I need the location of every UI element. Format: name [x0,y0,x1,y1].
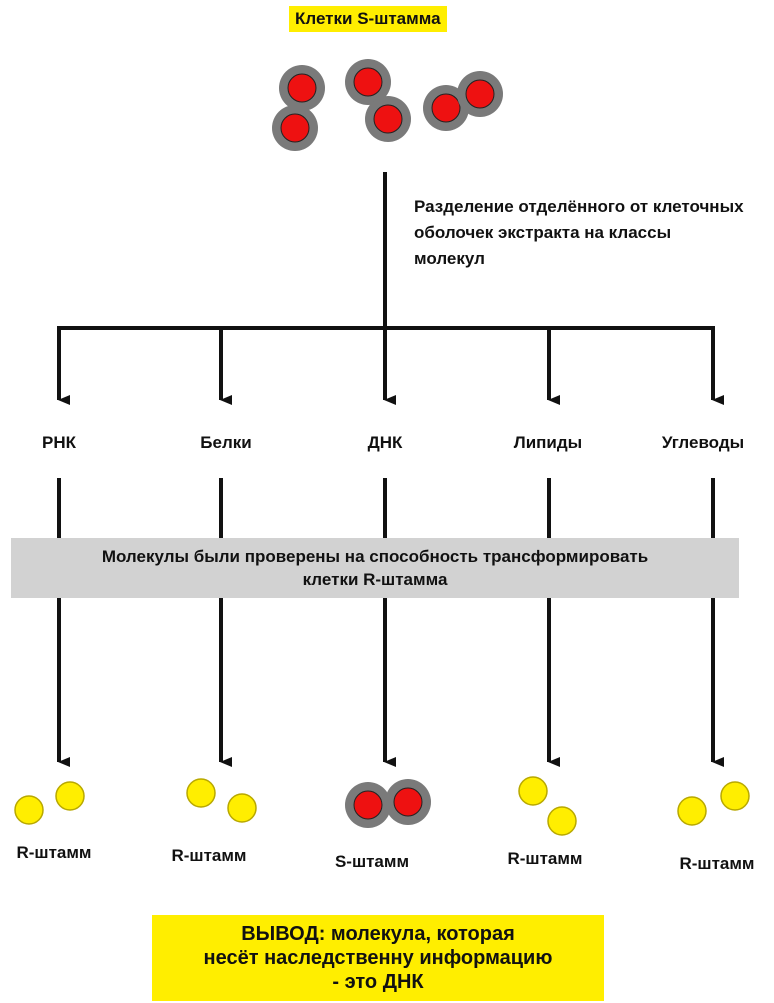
s-strain-cell [345,59,391,105]
test-band-text: Молекулы были проверены на способность т… [11,545,739,591]
test-band-line1: Молекулы были проверены на способность т… [101,547,649,566]
s-strain-cell [365,96,411,142]
molecule-label-rna: РНК [42,433,76,452]
result-label-carbohydrates: R-штамм [679,854,755,873]
s-strain-cell [279,65,325,111]
r-strain-cells-carbohydrates [677,781,750,826]
test-band: Молекулы были проверены на способность т… [11,538,739,598]
conclusion-text: ВЫВОД: молекула, которая несёт наследств… [204,922,553,994]
r-strain-cells-rna [14,781,85,825]
result-label-dna: S-штамм [334,852,410,871]
result-label-lipids: R-штамм [507,849,583,868]
conclusion-line1: ВЫВОД: молекула, которая [241,923,515,945]
r-strain-cells-lipids [518,776,577,836]
s-strain-cell-cluster-top [272,59,503,151]
test-band-line2: клетки R-штамма [302,570,448,589]
molecule-label-proteins: Белки [200,433,252,452]
result-label-rna: R-штамм [16,843,92,862]
conclusion-box: ВЫВОД: молекула, которая несёт наследств… [152,915,604,1001]
r-strain-cells-proteins [186,778,257,823]
diagram-title: Клетки S-штамма [289,6,447,32]
s-strain-cell [272,105,318,151]
molecule-label-lipids: Липиды [513,433,583,452]
molecule-label-dna: ДНК [367,433,403,452]
molecule-label-carbohydrates: Углеводы [661,433,745,452]
conclusion-line2: несёт наследственну информацию [203,947,553,969]
s-strain-cells-dna [345,779,431,828]
process-note: Разделение отделённого от клеточных обол… [414,197,744,268]
conclusion-line3: - это ДНК [332,971,424,993]
result-label-proteins: R-штамм [171,846,247,865]
s-strain-cell [457,71,503,117]
